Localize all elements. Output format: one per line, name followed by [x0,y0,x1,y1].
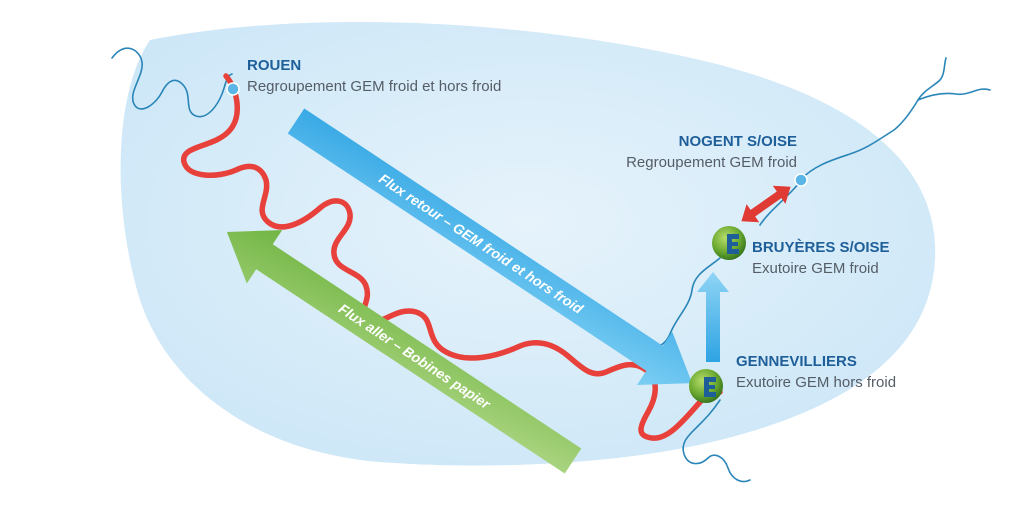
river-link-nogent-bruyeres [759,181,801,226]
gennevilliers-name: GENNEVILLIERS [736,353,857,370]
river-oise-branch [917,88,991,101]
double-arrow-nogent-bruyeres [741,185,791,223]
nogent-marker-icon [794,173,808,187]
gennevilliers-role: Exutoire GEM hors froid [736,374,896,391]
nogent-name: NOGENT S/OISE [679,133,797,150]
river-oise-upper [799,57,947,181]
nogent-role: Regroupement GEM froid [626,154,797,171]
link-arrow-gennevilliers-bruyeres [697,272,729,362]
bruyeres-globe-logo-icon [712,226,746,260]
gennevilliers-globe-logo-icon [689,369,723,403]
river-seine-upper [682,399,751,483]
river-seine-estuary [111,47,233,118]
rouen-name: ROUEN [247,57,301,74]
rouen-role: Regroupement GEM froid et hors froid [247,78,501,95]
rouen-marker-icon [226,82,240,96]
bruyeres-name: BRUYÈRES S/OISE [752,239,890,256]
bruyeres-role: Exutoire GEM froid [752,260,879,277]
